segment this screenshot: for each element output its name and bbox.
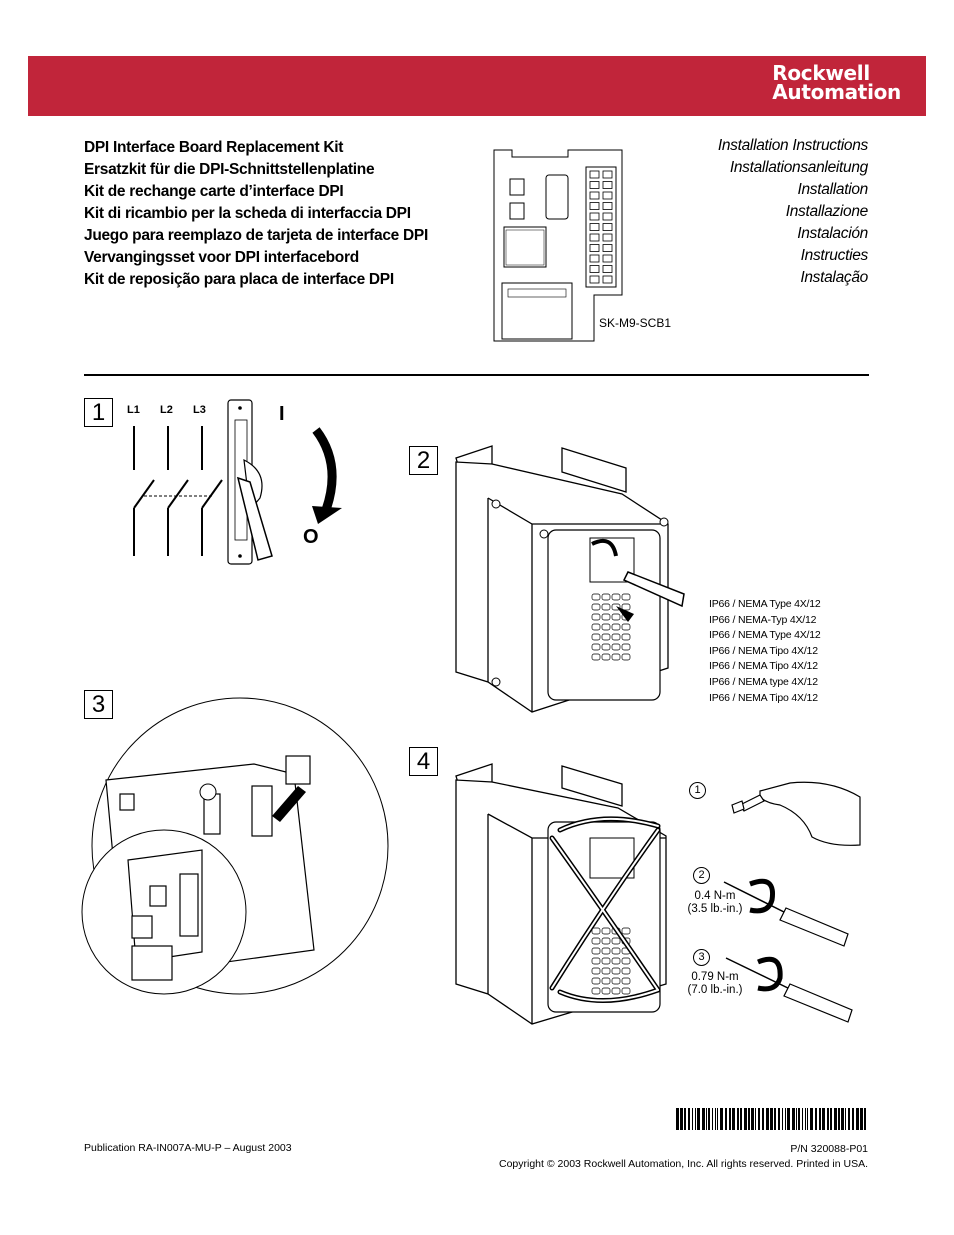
torque-spec-2: 0.4 N-m (3.5 lb.-in.) [680,890,750,916]
header-banner [28,56,926,116]
logo-line-1: Rockwell [772,61,870,85]
step-3-number: 3 [84,690,113,719]
section-divider [84,374,869,376]
line-label-l2: L2 [160,404,173,416]
screwdriver-large-illustration [725,956,853,1023]
nema-rating-pt: IP66 / NEMA Tipo 4X/12 [709,691,818,704]
substep-3-marker: 3 [693,949,710,966]
torque-2-metric: 0.4 N-m [694,890,736,902]
title-de: Ersatzkit für die DPI-Schnittstellenplat… [84,161,375,178]
step-1-number: 1 [84,398,113,427]
step-2-number: 2 [409,446,438,475]
switch-off-label: O [303,526,319,548]
instr-fr: Installation [797,181,868,198]
instr-es: Instalación [797,225,868,242]
title-en: DPI Interface Board Replacement Kit [84,139,344,156]
nema-rating-es: IP66 / NEMA Tipo 4X/12 [709,660,818,673]
title-pt: Kit de reposição para placa de interface… [84,271,394,288]
footer-right: P/N 320088-P01 Copyright © 2003 Rockwell… [499,1142,868,1172]
instr-de: Installationsanleitung [729,159,868,176]
torque-2-imperial: (3.5 lb.-in.) [687,903,743,915]
barcode [676,1108,866,1130]
torque-spec-3: 0.79 N-m (7.0 lb.-in.) [680,971,750,997]
instr-pt: Instalação [800,269,868,286]
switch-on-label: I [279,403,285,425]
part-number: P/N 320088-P01 [790,1143,868,1155]
substep-1-marker: 1 [689,782,706,799]
step-4-number: 4 [409,747,438,776]
nema-rating-it: IP66 / NEMA Tipo 4X/12 [709,644,818,657]
enclosure-ratings: IP66 / NEMA Type 4X/12 IP66 / NEMA-Typ 4… [709,597,821,706]
torque-3-metric: 0.79 N-m [691,971,739,983]
substep-2-marker: 2 [693,867,710,884]
torque-3-imperial: (7.0 lb.-in.) [687,984,743,996]
hand-inserting-screw-illustration [731,781,861,846]
logo-line-2: Automation [772,80,901,104]
instr-it: Installazione [785,203,869,220]
kit-titles: DPI Interface Board Replacement Kit Ersa… [84,137,428,291]
nema-rating-nl: IP66 / NEMA type 4X/12 [709,675,818,688]
screwdriver-small-illustration [723,878,849,947]
rockwell-logo: Rockwell Automation [772,61,901,104]
board-replacement-detail-illustration [81,697,389,995]
nema-rating-fr: IP66 / NEMA Type 4X/12 [709,629,821,642]
board-part-label: SK-M9-SCB1 [599,316,672,330]
disconnect-switch-diagram [133,399,342,565]
nema-rating-de: IP66 / NEMA-Typ 4X/12 [709,613,817,626]
publication-number: Publication RA-IN007A-MU-P – August 2003 [84,1142,292,1154]
interface-board-illustration [493,149,623,342]
line-label-l1: L1 [127,404,140,416]
title-nl: Vervangingsset voor DPI interfacebord [84,249,359,266]
instr-en: Installation Instructions [717,137,868,154]
instruction-labels: Installation Instructions Installationsa… [718,135,868,289]
title-es: Juego para reemplazo de tarjeta de inter… [84,227,428,244]
instr-nl: Instructies [800,247,869,264]
title-fr: Kit de rechange carte d’interface DPI [84,183,344,200]
copyright: Copyright © 2003 Rockwell Automation, In… [499,1158,868,1170]
drive-cover-install-illustration [455,763,667,1025]
nema-rating-en: IP66 / NEMA Type 4X/12 [709,598,821,610]
drive-cover-removal-illustration [455,445,685,713]
title-it: Kit di ricambio per la scheda di interfa… [84,205,411,222]
line-label-l3: L3 [193,404,206,416]
